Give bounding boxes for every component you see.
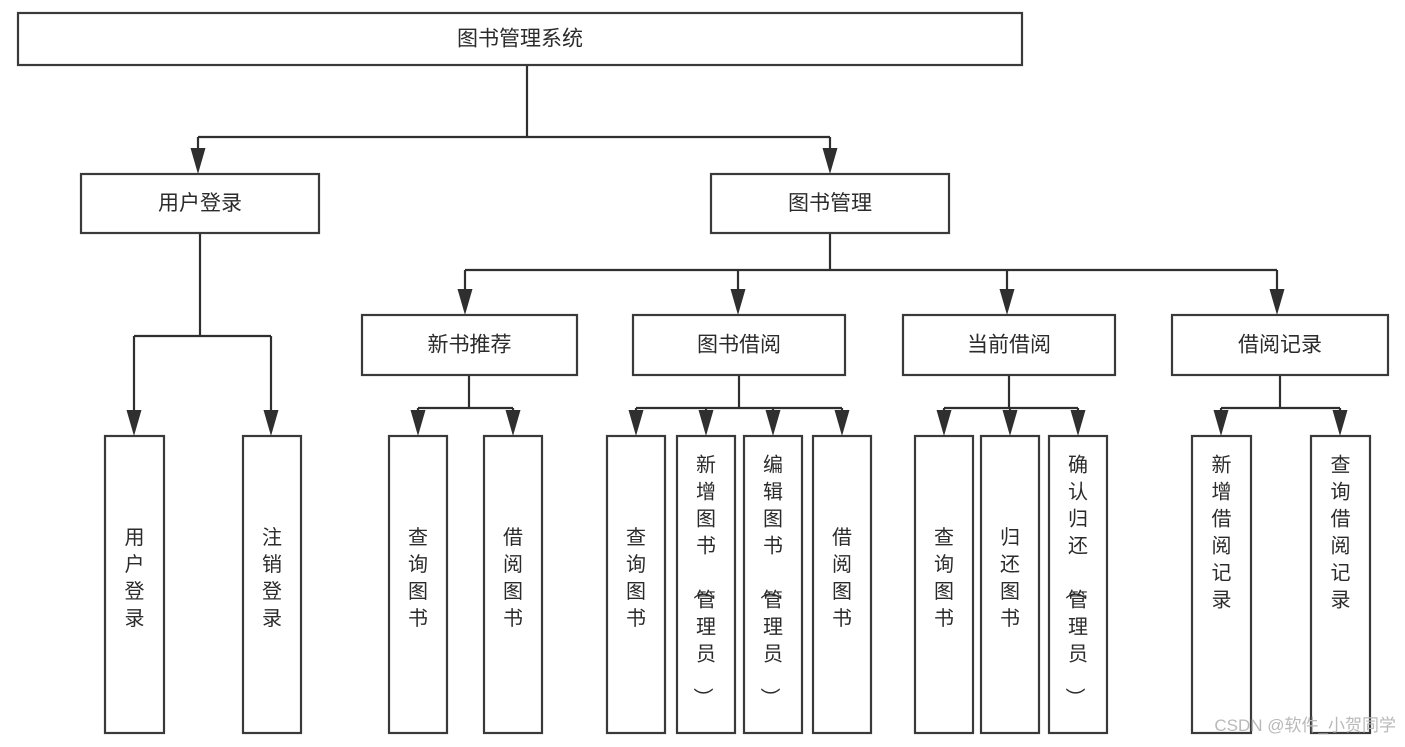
node-box-book-borrow[interactable] bbox=[631, 313, 847, 377]
node-label-new-book-recommend: 新书推荐 bbox=[428, 334, 512, 357]
arrow-head-icon bbox=[1269, 289, 1285, 315]
node-label-root: 图书管理系统 bbox=[457, 28, 583, 51]
node-leaf-return-book[interactable]: 归还图书 bbox=[979, 434, 1041, 735]
node-book-borrow[interactable]: 图书借阅 bbox=[631, 313, 847, 377]
node-label-borrow-record: 借阅记录 bbox=[1238, 334, 1322, 357]
watermark-layer: CSDN @软件_小贺同学 bbox=[1214, 716, 1396, 735]
arrow-head-icon bbox=[1332, 410, 1348, 436]
csdn-watermark: CSDN @软件_小贺同学 bbox=[1214, 716, 1396, 735]
node-leaf-query-book-borrow[interactable]: 查询图书 bbox=[605, 434, 667, 735]
node-box-leaf-query-book-borrow[interactable] bbox=[605, 434, 667, 735]
connector-user-login-to-leaves bbox=[126, 233, 279, 436]
connector-root-to-level2 bbox=[190, 65, 838, 174]
node-box-borrow-record[interactable] bbox=[1170, 313, 1390, 377]
node-leaf-query-borrow-record[interactable]: 查询借阅记录 bbox=[1309, 434, 1372, 735]
node-leaf-logout-login[interactable]: 注销登录 bbox=[241, 434, 303, 735]
node-leaf-borrow-book[interactable]: 借阅图书 bbox=[811, 434, 873, 735]
arrow-head-icon bbox=[1002, 410, 1018, 436]
node-leaf-query-book-recommend[interactable]: 查询图书 bbox=[387, 434, 449, 735]
connector-layer bbox=[126, 65, 1348, 436]
arrow-head-icon bbox=[505, 410, 521, 436]
connector-new-book-recommend-to-leaves bbox=[410, 375, 521, 436]
node-box-leaf-borrow-book[interactable] bbox=[811, 434, 873, 735]
node-label-leaf-add-book-admin: 新增图书（管理员） bbox=[691, 454, 716, 708]
node-new-book-recommend[interactable]: 新书推荐 bbox=[360, 313, 579, 377]
arrow-head-icon bbox=[126, 410, 142, 436]
arrow-head-icon bbox=[730, 289, 746, 315]
arrow-head-icon bbox=[1213, 410, 1229, 436]
node-box-leaf-logout-login[interactable] bbox=[241, 434, 303, 735]
node-leaf-edit-book-admin[interactable]: 编辑图书（管理员） bbox=[742, 434, 804, 735]
node-leaf-borrow-book-recommend[interactable]: 借阅图书 bbox=[482, 434, 544, 735]
node-box-leaf-confirm-return-admin[interactable] bbox=[1047, 434, 1109, 735]
connector-book-borrow-to-leaves bbox=[628, 375, 850, 436]
node-label-leaf-query-book-recommend: 查询图书 bbox=[408, 526, 428, 630]
node-label-leaf-query-book-borrow: 查询图书 bbox=[626, 526, 646, 630]
node-box-leaf-add-borrow-record[interactable] bbox=[1190, 434, 1253, 735]
node-box-book-management[interactable] bbox=[709, 172, 951, 235]
node-label-leaf-confirm-return-admin: 确认归还（管理员） bbox=[1063, 454, 1088, 708]
node-box-leaf-query-borrow-record[interactable] bbox=[1309, 434, 1372, 735]
arrow-head-icon bbox=[834, 410, 850, 436]
node-box-new-book-recommend[interactable] bbox=[360, 313, 579, 377]
node-layer: 图书管理系统用户登录图书管理新书推荐图书借阅当前借阅借阅记录用户登录注销登录查询… bbox=[16, 11, 1390, 735]
node-user-login[interactable]: 用户登录 bbox=[79, 172, 321, 235]
node-current-borrow[interactable]: 当前借阅 bbox=[901, 313, 1117, 377]
node-label-leaf-return-book: 归还图书 bbox=[1000, 526, 1020, 630]
arrow-head-icon bbox=[1070, 410, 1086, 436]
connector-borrow-record-to-leaves bbox=[1213, 375, 1348, 436]
node-box-leaf-borrow-book-recommend[interactable] bbox=[482, 434, 544, 735]
node-leaf-user-login[interactable]: 用户登录 bbox=[103, 434, 166, 735]
node-label-leaf-query-book-current: 查询图书 bbox=[934, 526, 954, 630]
arrow-head-icon bbox=[822, 148, 838, 174]
node-leaf-add-borrow-record[interactable]: 新增借阅记录 bbox=[1190, 434, 1253, 735]
arrow-head-icon bbox=[410, 410, 426, 436]
node-leaf-confirm-return-admin[interactable]: 确认归还（管理员） bbox=[1047, 434, 1109, 735]
node-borrow-record[interactable]: 借阅记录 bbox=[1170, 313, 1390, 377]
node-label-user-login: 用户登录 bbox=[158, 192, 242, 215]
node-box-leaf-return-book[interactable] bbox=[979, 434, 1041, 735]
arrow-head-icon bbox=[190, 148, 206, 174]
node-leaf-add-book-admin[interactable]: 新增图书（管理员） bbox=[675, 434, 737, 735]
node-label-book-management: 图书管理 bbox=[788, 192, 872, 215]
node-label-leaf-logout-login: 注销登录 bbox=[262, 526, 282, 630]
node-label-leaf-user-login: 用户登录 bbox=[125, 527, 145, 630]
node-box-current-borrow[interactable] bbox=[901, 313, 1117, 377]
node-root[interactable]: 图书管理系统 bbox=[16, 11, 1024, 67]
node-label-leaf-add-borrow-record: 新增借阅记录 bbox=[1212, 454, 1232, 612]
node-box-user-login[interactable] bbox=[79, 172, 321, 235]
arrow-head-icon bbox=[263, 410, 279, 436]
node-box-leaf-user-login[interactable] bbox=[103, 434, 166, 735]
connector-book-management-to-level3 bbox=[457, 233, 1285, 315]
arrow-head-icon bbox=[999, 289, 1015, 315]
arrow-head-icon bbox=[698, 410, 714, 436]
node-label-book-borrow: 图书借阅 bbox=[697, 334, 781, 357]
node-label-current-borrow: 当前借阅 bbox=[967, 334, 1051, 357]
node-box-root[interactable] bbox=[16, 11, 1024, 67]
node-label-leaf-borrow-book: 借阅图书 bbox=[832, 526, 852, 630]
connector-current-borrow-to-leaves bbox=[936, 375, 1086, 436]
node-box-leaf-query-book-recommend[interactable] bbox=[387, 434, 449, 735]
node-leaf-query-book-current[interactable]: 查询图书 bbox=[913, 434, 975, 735]
node-box-leaf-add-book-admin[interactable] bbox=[675, 434, 737, 735]
node-label-leaf-query-borrow-record: 查询借阅记录 bbox=[1331, 454, 1351, 612]
node-box-leaf-edit-book-admin[interactable] bbox=[742, 434, 804, 735]
node-book-management[interactable]: 图书管理 bbox=[709, 172, 951, 235]
node-box-leaf-query-book-current[interactable] bbox=[913, 434, 975, 735]
arrow-head-icon bbox=[765, 410, 781, 436]
node-label-leaf-edit-book-admin: 编辑图书（管理员） bbox=[758, 454, 783, 708]
arrow-head-icon bbox=[457, 289, 473, 315]
arrow-head-icon bbox=[936, 410, 952, 436]
arrow-head-icon bbox=[628, 410, 644, 436]
node-label-leaf-borrow-book-recommend: 借阅图书 bbox=[503, 526, 523, 630]
